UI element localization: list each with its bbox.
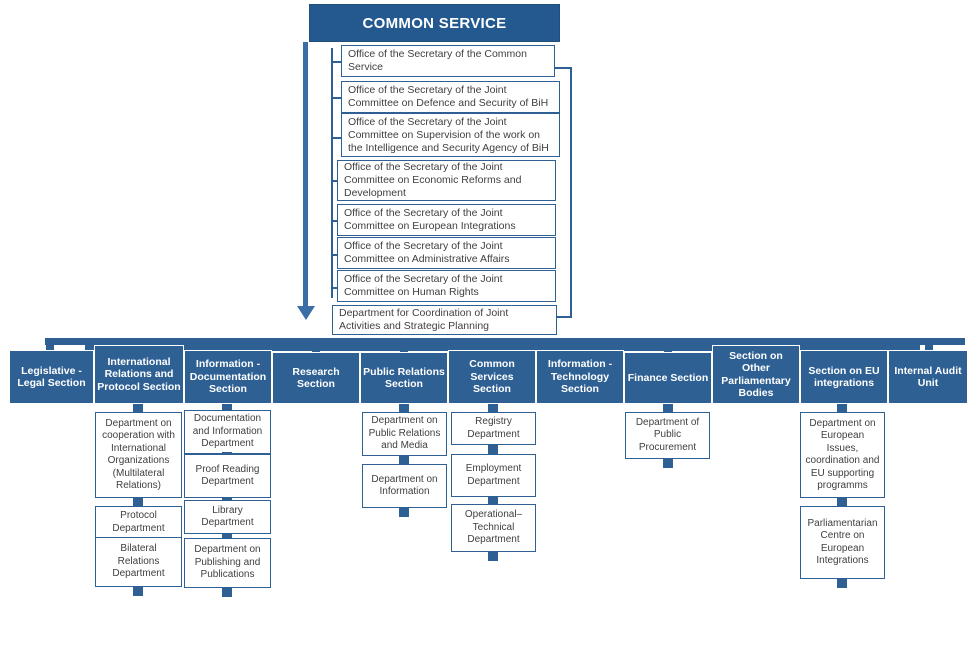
section-bus-bar xyxy=(45,338,965,345)
dept-box[interactable]: Parliamentarian Centre on European Integ… xyxy=(800,506,885,579)
office-tick xyxy=(331,287,341,289)
dept-box[interactable]: Employment Department xyxy=(451,454,536,497)
dept-box[interactable]: Proof Reading Department xyxy=(184,454,271,498)
dept-box[interactable]: Operational– Technical Department xyxy=(451,504,536,552)
office-box[interactable]: Department for Coordination of Joint Act… xyxy=(332,305,557,335)
dept-connector xyxy=(663,459,673,468)
office-box[interactable]: Office of the Secretary of the Joint Com… xyxy=(341,113,560,157)
section-box-legislative-legal[interactable]: Legislative - Legal Section xyxy=(9,350,94,404)
dept-connector xyxy=(399,508,409,517)
office-right-bracket xyxy=(570,67,572,317)
section-drop xyxy=(312,345,320,353)
office-tick xyxy=(331,254,341,256)
section-box-international-relations-protocol[interactable]: International Relations and Protocol Sec… xyxy=(94,345,184,404)
section-box-research[interactable]: Research Section xyxy=(272,352,360,404)
section-box-information-documentation[interactable]: Information - Documentation Section xyxy=(184,350,272,404)
section-drop xyxy=(664,345,672,353)
dept-connector xyxy=(222,404,232,413)
dept-connector xyxy=(133,587,143,596)
office-rail xyxy=(331,48,333,298)
office-box[interactable]: Office of the Secretary of the Common Se… xyxy=(341,45,555,77)
section-box-common-services[interactable]: Common Services Section xyxy=(448,350,536,404)
section-drop xyxy=(925,345,933,353)
dept-connector xyxy=(837,579,847,588)
office-box[interactable]: Office of the Secretary of the Joint Com… xyxy=(337,204,556,236)
section-drop xyxy=(46,345,54,353)
dept-box[interactable]: Department on Publishing and Publication… xyxy=(184,538,271,588)
office-right-bracket-top xyxy=(545,67,572,69)
dept-connector xyxy=(488,404,498,413)
dept-box[interactable]: Department on European Issues, coordinat… xyxy=(800,412,885,498)
office-box[interactable]: Office of the Secretary of the Joint Com… xyxy=(337,237,556,269)
section-box-eu-integrations[interactable]: Section on EU integrations xyxy=(800,350,888,404)
main-spine xyxy=(303,42,308,310)
dept-box[interactable]: Registry Department xyxy=(451,412,536,445)
office-tick xyxy=(331,137,341,139)
section-box-other-parliamentary-bodies[interactable]: Section on Other Parliamentary Bodies xyxy=(712,345,800,404)
dept-connector xyxy=(133,404,143,413)
section-bus-bar-lip xyxy=(85,345,920,351)
dept-box[interactable]: Department on Public Relations and Media xyxy=(362,412,447,456)
dept-connector xyxy=(133,498,143,507)
section-box-finance[interactable]: Finance Section xyxy=(624,352,712,404)
office-tick xyxy=(331,180,341,182)
office-tick xyxy=(331,61,341,63)
office-box[interactable]: Office of the Secretary of the Joint Com… xyxy=(337,160,556,201)
dept-box[interactable]: Library Department xyxy=(184,500,271,534)
section-drop xyxy=(223,345,231,353)
dept-box[interactable]: Protocol Department xyxy=(95,506,182,539)
section-drop xyxy=(489,345,497,353)
section-box-internal-audit-unit[interactable]: Internal Audit Unit xyxy=(888,350,968,404)
section-drop xyxy=(576,345,584,353)
dept-box[interactable]: Department of Public Procurement xyxy=(625,412,710,459)
office-tick xyxy=(331,97,341,99)
dept-connector xyxy=(488,445,498,454)
section-drop xyxy=(400,345,408,353)
dept-connector xyxy=(222,588,232,597)
dept-box[interactable]: Bilateral Relations Department xyxy=(95,537,182,587)
dept-connector xyxy=(399,456,409,465)
office-box[interactable]: Office of the Secretary of the Joint Com… xyxy=(337,270,556,302)
dept-connector xyxy=(837,404,847,413)
office-tick xyxy=(331,220,341,222)
dept-box[interactable]: Department on cooperation with Internati… xyxy=(95,412,182,498)
dept-connector xyxy=(488,497,498,506)
dept-box[interactable]: Department on Information xyxy=(362,464,447,508)
dept-connector xyxy=(399,404,409,413)
spine-arrow-icon xyxy=(296,306,315,320)
section-box-public-relations[interactable]: Public Relations Section xyxy=(360,352,448,404)
dept-connector xyxy=(837,498,847,507)
dept-connector xyxy=(488,552,498,561)
dept-connector xyxy=(663,404,673,413)
dept-box[interactable]: Documentation and Information Department xyxy=(184,410,271,454)
office-box[interactable]: Office of the Secretary of the Joint Com… xyxy=(341,81,560,113)
section-box-information-technology[interactable]: Information - Technology Section xyxy=(536,350,624,404)
page-title: COMMON SERVICE xyxy=(309,4,560,42)
office-right-bracket-bottom xyxy=(545,316,572,318)
section-drop xyxy=(838,345,846,353)
